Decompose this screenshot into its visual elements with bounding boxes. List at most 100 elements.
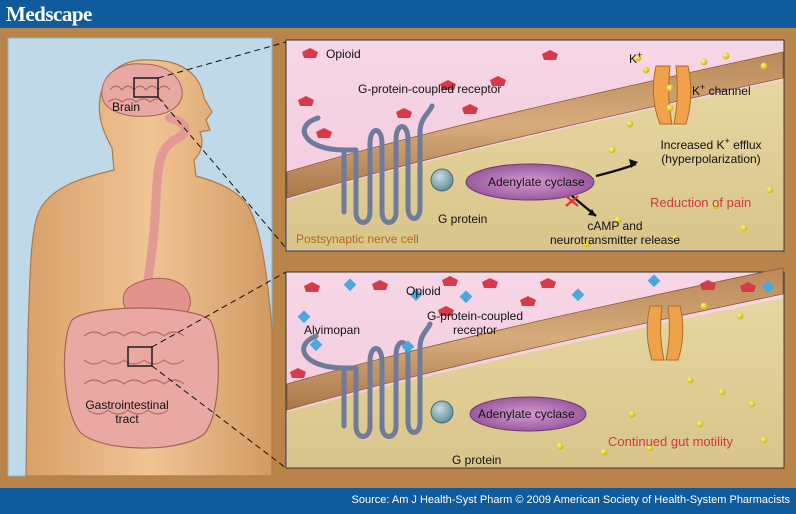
bottom-panel: [285, 267, 785, 469]
top-receptor: [301, 103, 435, 225]
medscape-logo[interactable]: Medscape: [6, 2, 92, 26]
footer-bar: Source: Am J Health-Syst Pharm © 2009 Am…: [0, 488, 796, 514]
efflux-superscript: +: [724, 136, 730, 146]
camp-line1: cAMP and: [587, 219, 643, 233]
bottom-opioid-legend: [372, 280, 388, 290]
k-ion: [736, 312, 744, 320]
body-panel: [7, 37, 273, 477]
top-opioid: [316, 128, 332, 138]
bottom-gpcr-line1: G-protein-coupled: [426, 309, 524, 323]
top-efflux-arrowhead: [629, 159, 638, 168]
alvimopan-molecule: [297, 310, 311, 324]
k-symbol: K: [629, 52, 638, 66]
top-opioid: [542, 50, 558, 60]
k-channel-symbol: K: [692, 84, 701, 98]
camp-line2: neurotransmitter release: [549, 233, 681, 247]
k-ion: [672, 234, 680, 242]
k-ion: [666, 104, 674, 112]
intestines: [63, 307, 219, 449]
top-opioid-label: Opioid: [326, 47, 361, 61]
leader-lines: [151, 41, 287, 469]
k-channel-superscript: +: [700, 82, 706, 92]
bottom-opioid-molecules: [290, 276, 756, 378]
k-ion: [600, 448, 608, 456]
top-k-ions: [582, 52, 774, 248]
alvimopan-molecule: [409, 288, 423, 302]
gi-zoom-box: [127, 346, 153, 367]
leader-brain-bottom: [157, 96, 287, 249]
top-result-label: Reduction of pain: [650, 195, 752, 210]
gi-label-line2: tract: [115, 412, 139, 426]
bottom-adenylate-cyclase: [469, 396, 587, 432]
k-channel-word: channel: [705, 84, 751, 98]
top-opioid-molecules: [298, 48, 558, 138]
brain-label: Brain: [112, 100, 141, 114]
bottom-opioid: [438, 306, 454, 316]
alvimopan-label: Alvimopan: [304, 323, 361, 337]
k-ion: [628, 410, 636, 418]
k-ion: [642, 66, 650, 74]
bottom-opioid: [540, 278, 556, 288]
top-opioid: [462, 104, 478, 114]
k-ion: [700, 302, 708, 310]
k-ion: [666, 84, 674, 92]
top-k-ion-label: K+: [629, 48, 642, 66]
k-ion: [712, 202, 720, 210]
top-efflux-label: Increased K+ efflux (hyperpolarization): [646, 134, 776, 166]
bottom-adenylate-label: Adenylate cyclase: [478, 407, 575, 421]
top-opioid: [298, 96, 314, 106]
top-cell-label: Postsynaptic nerve cell: [296, 232, 419, 246]
top-camp-arrowhead: [588, 209, 596, 216]
bottom-opioid: [740, 282, 756, 292]
alvimopan-molecule: [309, 338, 323, 352]
bottom-opioid: [482, 278, 498, 288]
bottom-opioid: [520, 296, 536, 306]
k-ion: [700, 58, 708, 66]
bottom-result-label: Continued gut motility: [608, 434, 734, 449]
top-camp-label: cAMP and neurotransmitter release: [540, 219, 690, 247]
bottom-gprotein-label: G protein: [452, 453, 502, 467]
brain-zoom-box: [133, 77, 159, 98]
efflux-line2: (hyperpolarization): [661, 152, 761, 166]
top-opioid: [490, 76, 506, 86]
header-bar: Medscape: [0, 0, 796, 28]
top-opioid-bound: [396, 108, 412, 118]
k-ion: [608, 146, 616, 154]
brain-folds: [107, 85, 171, 103]
k-ion: [646, 444, 654, 452]
top-k-channel-label: K+ channel: [692, 80, 751, 98]
alvimopan-molecule: [459, 290, 473, 304]
bottom-opioid: [442, 276, 458, 286]
top-block-x: [565, 195, 579, 207]
k-ion: [760, 436, 768, 444]
gi-label-line1: Gastrointestinal: [85, 398, 169, 412]
human-torso: [25, 59, 273, 477]
bottom-receptor: [301, 321, 433, 439]
top-gprotein-label: G protein: [438, 212, 488, 226]
leader-gi-bottom: [151, 365, 287, 469]
bottom-gpcr-label: G-protein-coupled receptor: [410, 309, 540, 337]
leader-brain-top: [157, 41, 287, 79]
k-ion: [582, 240, 590, 248]
bottom-g-protein: [430, 400, 454, 424]
efflux-line1: Increased K+ efflux: [646, 134, 776, 152]
k-ion: [740, 224, 748, 232]
bottom-opioid: [290, 368, 306, 378]
gi-label: Gastrointestinal tract: [82, 398, 172, 426]
top-opioid-legend: [302, 48, 318, 58]
bottom-k-channel: [646, 305, 684, 361]
k-ion: [748, 400, 756, 408]
bottom-receptor-helices: [301, 321, 433, 439]
k-ion: [696, 420, 704, 428]
k-ion: [556, 442, 564, 450]
k-ion: [766, 186, 774, 194]
k-ion: [626, 120, 634, 128]
k-ion: [722, 52, 730, 60]
k-ion: [634, 54, 642, 62]
bottom-opioid-label: Opioid: [406, 284, 441, 298]
bottom-k-ions: [556, 302, 768, 456]
k-ion: [686, 376, 694, 384]
bottom-membrane: [286, 267, 784, 411]
bottom-opioid: [700, 280, 716, 290]
